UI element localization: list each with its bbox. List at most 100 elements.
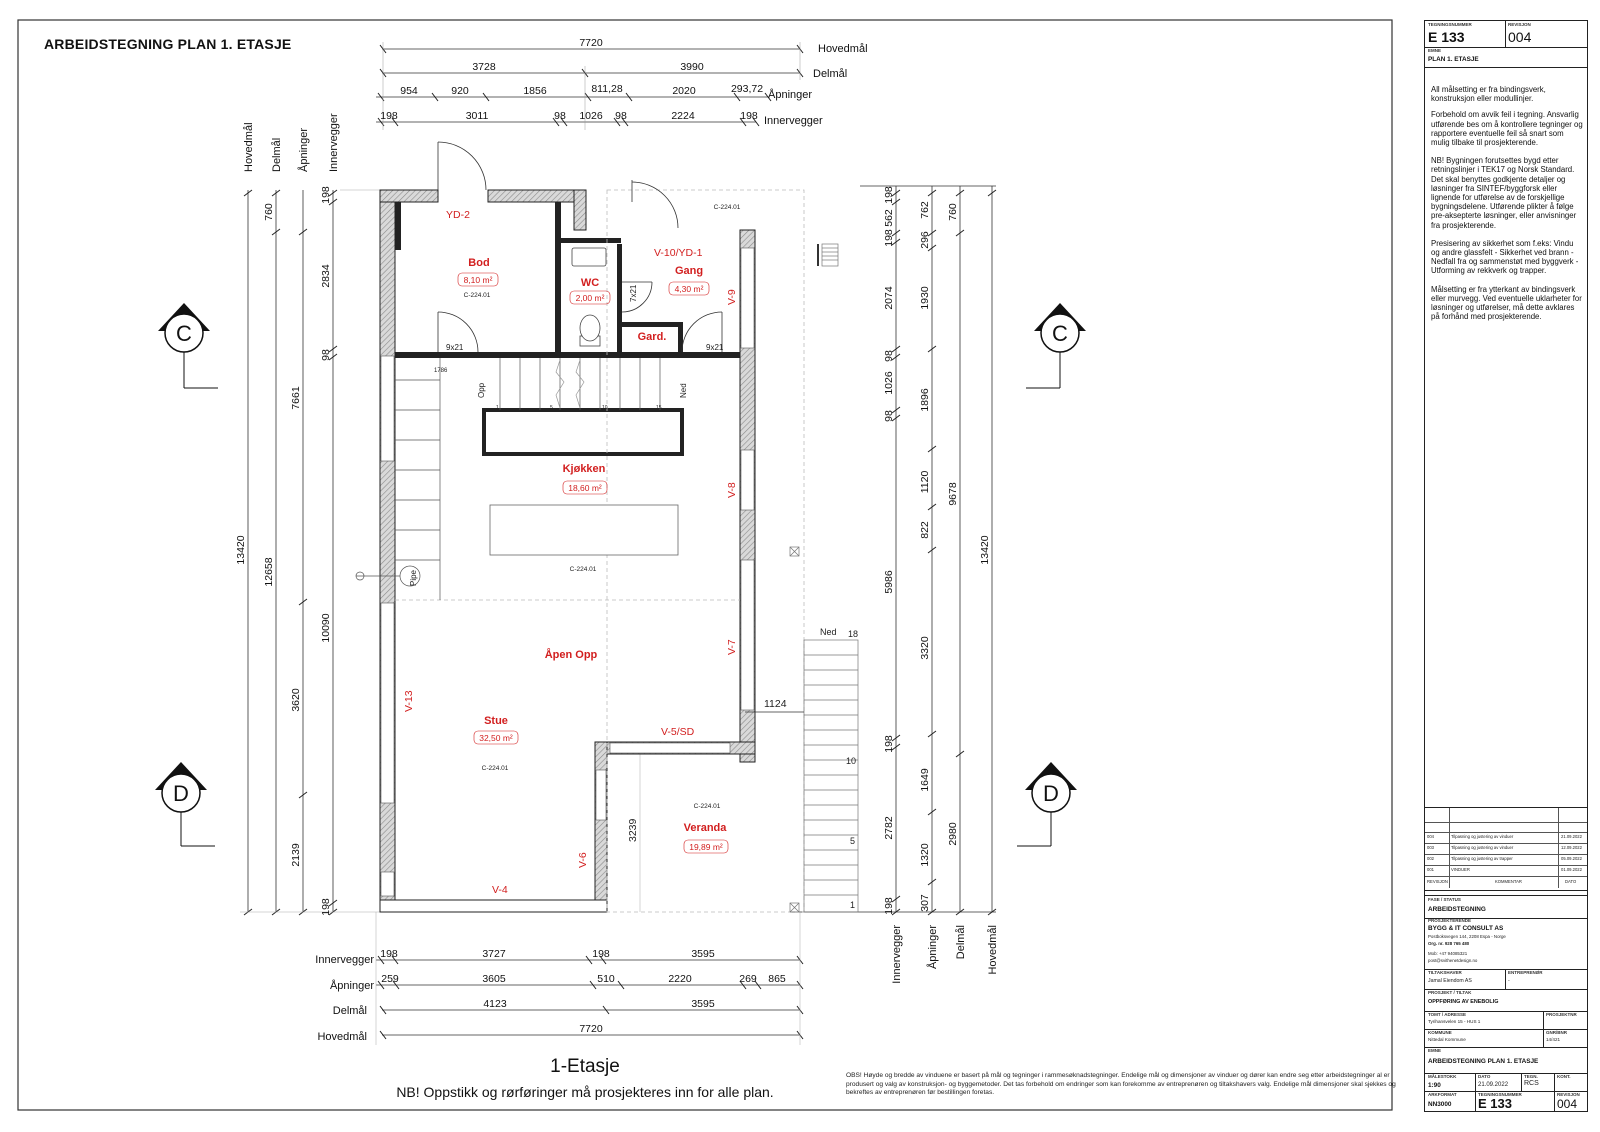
dim-right-apn-8: 1320 bbox=[919, 843, 931, 867]
dim-bot-label-hovedmal: Hovedmål bbox=[317, 1031, 367, 1043]
plan-note: NB! Oppstikk og rørføringer må prosjekte… bbox=[396, 1084, 774, 1100]
tb-checked-cell: KONT. bbox=[1554, 1073, 1587, 1092]
room-name-stue: Stue bbox=[484, 715, 508, 727]
tb-subject: PLAN 1. ETASJE bbox=[1428, 56, 1479, 63]
tb-phase-cell: FASE / STATUS ARBEIDSTEGNING bbox=[1425, 895, 1587, 919]
dim-bot-apn-5: 865 bbox=[768, 973, 786, 985]
exterior-stair bbox=[745, 639, 859, 913]
tb-contractor: - bbox=[1508, 978, 1510, 984]
tb-rev-row-3: 001 VINDUER 01.09.2022 bbox=[1425, 865, 1587, 877]
stair-ned-label: Ned bbox=[679, 383, 688, 398]
tb-revision-table: 004 Tilpasning og justering av vinduer 2… bbox=[1425, 807, 1587, 891]
section-label-d-left: D bbox=[173, 781, 189, 806]
tb-rev-row-2: 002 Tilpasning og justering av trapper 0… bbox=[1425, 854, 1587, 866]
dim-bot-apn-1: 3605 bbox=[482, 973, 506, 985]
room-name-gang: Gang bbox=[675, 265, 703, 277]
room-ref-stue: C-224.01 bbox=[482, 765, 509, 772]
dim-bot-apn-2: 510 bbox=[597, 973, 615, 985]
dim-right-inn-1: 562 bbox=[883, 209, 895, 227]
dim-bot-inn-0: 198 bbox=[380, 948, 398, 960]
extension-lines bbox=[240, 189, 801, 1045]
opening-v-13: V-13 bbox=[403, 690, 415, 712]
dim-left-inn-0: 198 bbox=[320, 186, 332, 204]
opening-v-5-sd: V-5/SD bbox=[661, 726, 695, 738]
ext-stair-1: 1 bbox=[850, 900, 855, 910]
section-marker-c-left bbox=[158, 303, 218, 389]
dim-bot-inn-2: 198 bbox=[592, 948, 610, 960]
ext-stair-width: 1124 bbox=[764, 698, 787, 710]
room-name-bod: Bod bbox=[468, 257, 489, 269]
tb-format: NN3000 bbox=[1428, 1101, 1452, 1108]
dim-top-label-apninger: Åpninger bbox=[768, 88, 812, 101]
dim-right-apn-6: 3320 bbox=[919, 636, 931, 660]
tb-format-cell: ARKFORMAT NN3000 bbox=[1425, 1091, 1476, 1111]
tb-date-cell: DATO 21.09.2022 bbox=[1475, 1073, 1522, 1092]
small-symbols bbox=[789, 243, 839, 913]
dim-top-apn-4: 2020 bbox=[672, 85, 696, 97]
door-size-7x21: 7x21 bbox=[629, 284, 638, 302]
tb-municipality-cell: KOMMUNE Nittedal Kommune bbox=[1425, 1029, 1544, 1048]
section-marker-c-right bbox=[1026, 303, 1086, 389]
tb-sheet: ARBEIDSTEGNING PLAN 1. ETASJE bbox=[1428, 1058, 1539, 1065]
dim-top-apn-2: 1856 bbox=[523, 85, 547, 97]
dim-left-label-apninger: Åpninger bbox=[297, 128, 310, 172]
dim-right-apn-5: 822 bbox=[919, 521, 931, 539]
tb-municipality: Nittedal Kommune bbox=[1428, 1037, 1466, 1042]
dim-top-inn-1: 3011 bbox=[466, 110, 489, 122]
dim-bot-inn-1: 3727 bbox=[482, 948, 506, 960]
tb-sheet-cell: EMNE ARBEIDSTEGNING PLAN 1. ETASJE bbox=[1425, 1047, 1587, 1074]
tb-note-2: Forbehold om avvik feil i tegning. Ansva… bbox=[1431, 110, 1583, 148]
dim-right-inn-4: 98 bbox=[883, 350, 895, 362]
stair-opp-label: Opp bbox=[477, 382, 486, 398]
dim-top-del-1: 3990 bbox=[680, 61, 704, 73]
stair-step-1: 1 bbox=[496, 405, 499, 411]
dim-right-apn-1: 296 bbox=[919, 231, 931, 249]
room-area-gang: 4,30 m² bbox=[675, 284, 704, 294]
room-area-stue: 32,50 m² bbox=[479, 733, 513, 743]
tb-note-5: Målsetting er fra ytterkant av bindingsv… bbox=[1431, 284, 1582, 322]
dim-left-del-0: 760 bbox=[263, 203, 275, 221]
dim-top-inn-4: 98 bbox=[615, 110, 627, 122]
building-walls bbox=[379, 189, 805, 913]
dim-right-label-delmal: Delmål bbox=[955, 925, 967, 959]
tb-drawing-number-cell: TEGNINGSNUMMER E 133 bbox=[1425, 21, 1506, 48]
section-marker-d-right bbox=[1017, 762, 1077, 847]
dim-right-hoved-0: 13420 bbox=[979, 535, 991, 564]
tb-phase: ARBEIDSTEGNING bbox=[1428, 906, 1486, 913]
tb-scale-cell: MÅLESTOKK 1:90 bbox=[1425, 1073, 1476, 1092]
room-name-veranda: Veranda bbox=[684, 822, 728, 834]
top-dimensions bbox=[376, 42, 804, 130]
dim-right-inn-7: 5986 bbox=[883, 570, 895, 594]
opening-v-9: V-9 bbox=[726, 289, 738, 305]
dim-bot-apn-0: 259 bbox=[381, 973, 399, 985]
dim-right-label-apninger: Åpninger bbox=[926, 925, 939, 969]
sheet-title: ARBEIDSTEGNING PLAN 1. ETASJE bbox=[44, 36, 292, 52]
tb-site: Tyrihansvelen 15 - HUS 1 bbox=[1428, 1019, 1481, 1024]
dim-left-apn-0: 7661 bbox=[290, 386, 302, 410]
dim-right-apn-4: 1120 bbox=[919, 471, 931, 494]
tb-gnr: 14/421 bbox=[1546, 1037, 1561, 1042]
tb-gnr-cell: GNR/BNR 14/421 bbox=[1543, 1029, 1587, 1048]
room-area-bod: 8,10 m² bbox=[464, 275, 493, 285]
tb-subject-label: EMNE bbox=[1428, 48, 1442, 53]
tb-rev-header: REVISJON KOMMENTAR DATO bbox=[1427, 879, 1577, 884]
tb-designer: BYGG & IT CONSULT AS bbox=[1428, 925, 1504, 932]
dim-top-apn-0: 954 bbox=[400, 85, 418, 97]
room-name-gard: Gard. bbox=[638, 331, 667, 343]
dim-right-inn-5: 1026 bbox=[883, 371, 895, 395]
dim-top-label-innervegger: Innervegger bbox=[764, 115, 823, 127]
tb-revision-label: REVISJON bbox=[1508, 22, 1531, 27]
pipe-label: Pipe bbox=[409, 569, 418, 586]
dim-top-inn-6: 198 bbox=[740, 110, 758, 122]
dim-right-inn-6: 98 bbox=[883, 410, 895, 422]
dim-top-apn-5: 293,72 bbox=[731, 83, 763, 95]
tb-owner-cell: TILTAKSHAVER Jamal Eiendom AS bbox=[1425, 969, 1506, 990]
dim-top-apn-3: 811,28 bbox=[591, 83, 622, 95]
tb-note-1: All målsetting er fra bindingsverk, kons… bbox=[1431, 85, 1546, 104]
dim-right-del-0: 760 bbox=[947, 203, 959, 221]
section-label-c-left: C bbox=[176, 321, 192, 346]
stair-step-5: 5 bbox=[550, 405, 553, 411]
dim-left-apn-1: 3620 bbox=[290, 688, 302, 712]
ext-stair-18: 18 bbox=[848, 629, 858, 639]
